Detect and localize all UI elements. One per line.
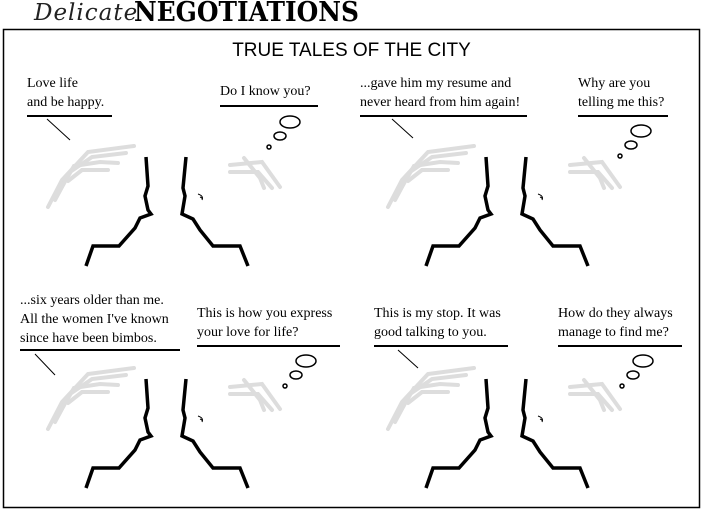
panel-4-faces xyxy=(386,366,622,490)
panel-3-thought: This is how you express your love for lif… xyxy=(197,304,332,342)
speech-line: All the women I've known xyxy=(20,312,169,327)
panel-4-speech: This is my stop. It was good talking to y… xyxy=(374,304,501,342)
panel-1-thought: Do I know you? xyxy=(220,82,311,101)
thought-line: Do I know you? xyxy=(220,84,311,99)
speech-line: since have been bimbos. xyxy=(20,331,157,346)
comic-title: TRUE TALES OF THE CITY xyxy=(232,40,471,61)
panel-1-faces xyxy=(46,144,282,268)
panel-3-faces xyxy=(46,366,282,490)
speech-line: This is my stop. It was xyxy=(374,306,501,321)
speech-underlines xyxy=(20,105,682,351)
thought-line: How do they always xyxy=(558,306,673,321)
speech-line: ...six years older than me. xyxy=(20,293,164,308)
panel-2-thought: Why are you telling me this? xyxy=(578,74,664,112)
thought-line: Why are you xyxy=(578,76,651,91)
speech-tails xyxy=(34,118,419,376)
speech-line: Love life xyxy=(27,76,78,91)
thought-line: your love for life? xyxy=(197,325,299,340)
panel-2-faces xyxy=(386,144,622,268)
panel-1-speech: Love life and be happy. xyxy=(27,74,104,112)
speech-line: and be happy. xyxy=(27,95,105,110)
header-negotiations: NEGOTIATIONS xyxy=(134,0,359,28)
panel-4-thought: How do they always manage to find me? xyxy=(558,304,673,342)
header-delicate: Delicate xyxy=(34,0,139,26)
thought-line: This is how you express xyxy=(197,306,333,321)
speech-line: good talking to you. xyxy=(374,325,487,340)
thought-line: manage to find me? xyxy=(558,325,669,340)
speech-line: never heard from him again! xyxy=(360,95,521,110)
thought-bubbles xyxy=(266,115,654,389)
panel-2-speech: ...gave him my resume and never heard fro… xyxy=(360,74,520,112)
panel-3-speech: ...six years older than me. All the women… xyxy=(20,291,169,348)
speech-line: ...gave him my resume and xyxy=(360,76,512,91)
comic-frame xyxy=(2,28,701,509)
thought-line: telling me this? xyxy=(578,95,665,110)
